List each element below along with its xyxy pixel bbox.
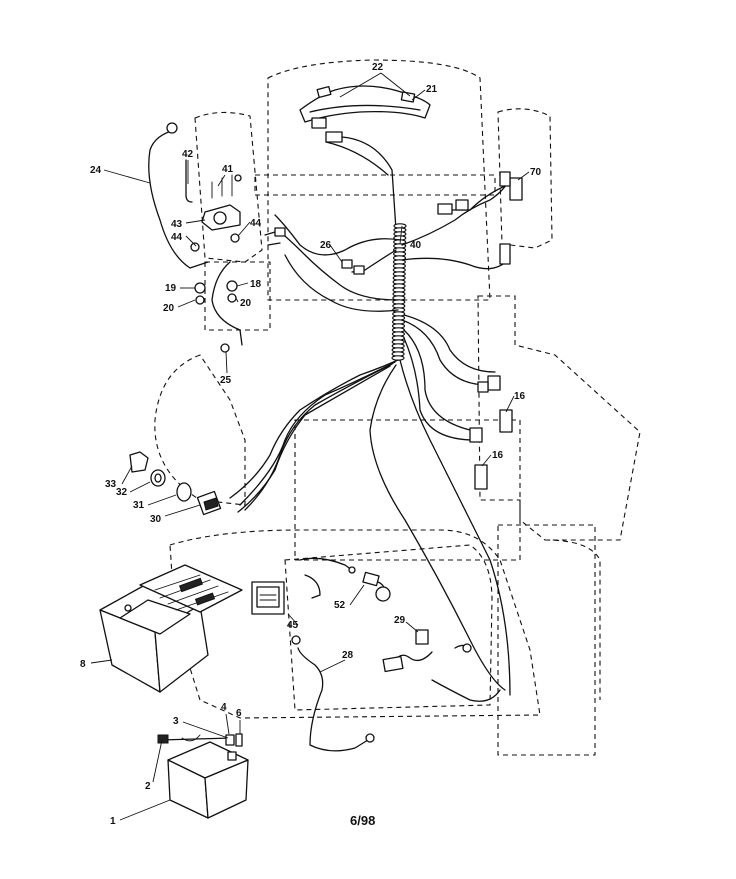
callout-20-right: 20: [240, 298, 252, 309]
callout-30: 30: [150, 514, 162, 525]
callout-26: 26: [320, 240, 332, 251]
callout-21: 21: [426, 84, 438, 95]
callout-22: 22: [372, 62, 384, 73]
callout-43: 43: [171, 219, 183, 230]
callout-24: 24: [90, 165, 102, 176]
terminal-connectors-16: [469, 375, 513, 490]
lower-harness-parts: [251, 557, 501, 752]
date-code: 6/98: [350, 813, 375, 828]
callout-70: 70: [530, 167, 542, 178]
callout-31: 31: [133, 500, 145, 511]
upper-harness-21: [299, 85, 431, 231]
callout-52: 52: [334, 600, 346, 611]
callout-20-left: 20: [163, 303, 175, 314]
battery-1-hardware: [157, 733, 249, 819]
cable-26-connectors: [341, 259, 365, 275]
callout-44-left: 44: [171, 232, 183, 243]
callout-18: 18: [250, 279, 262, 290]
ignition-switch-parts: [129, 451, 222, 516]
callout-16-lower: 16: [492, 450, 504, 461]
callout-41: 41: [222, 164, 234, 175]
callout-3: 3: [173, 716, 179, 727]
callout-44-right: 44: [250, 218, 262, 229]
callout-42: 42: [182, 149, 194, 160]
callout-28: 28: [342, 650, 354, 661]
callout-40: 40: [410, 240, 422, 251]
callout-8: 8: [80, 659, 86, 670]
callout-32: 32: [116, 487, 128, 498]
connector-group-70: [437, 171, 523, 265]
callout-16-upper: 16: [514, 391, 526, 402]
callout-25: 25: [220, 375, 232, 386]
battery-tray-8: [99, 564, 243, 693]
leader-lines: [90, 72, 530, 821]
starter-solenoid-assembly: [148, 122, 286, 353]
callout-4: 4: [221, 702, 227, 713]
callout-6: 6: [236, 708, 242, 719]
main-harness-loom-40: [229, 177, 511, 696]
callout-29: 29: [394, 615, 406, 626]
tractor-outline: [154, 59, 641, 756]
callout-2: 2: [145, 781, 151, 792]
callout-19-left: 19: [165, 283, 177, 294]
callout-33: 33: [105, 479, 117, 490]
callout-45: 45: [287, 620, 299, 631]
callout-labels: 22 21 24 42 41 43 44 44 19 20 18 20 25 4…: [80, 62, 542, 827]
callout-1: 1: [110, 816, 116, 827]
